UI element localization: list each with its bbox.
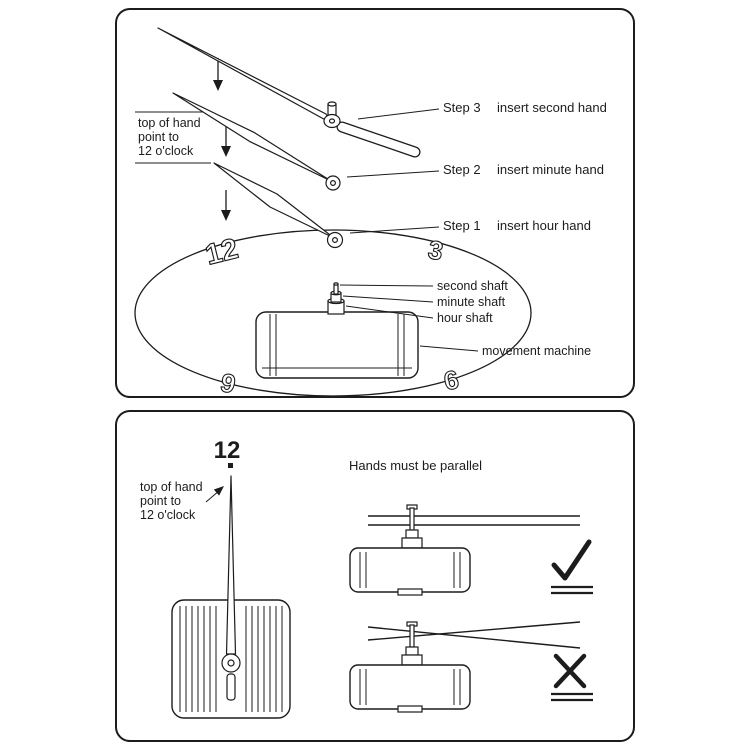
shaft-base (401, 537, 423, 549)
clock-number-6: 6 (441, 364, 461, 396)
movement-machine-label: movement machine (482, 344, 591, 358)
hour-hand-hole (332, 237, 339, 244)
minute-hand (172, 92, 341, 191)
alignment-note-top: top of hand point to 12 o'clock (135, 111, 211, 164)
machine-side-body (349, 664, 471, 710)
machine-bottom-nub (397, 705, 423, 713)
step-2-desc: insert minute hand (497, 162, 604, 177)
step-3-name: Step 3 (443, 100, 481, 115)
twelve-label: 12 (214, 437, 241, 464)
minute-hand-hole (330, 180, 337, 187)
hand-edge-line-2 (367, 626, 581, 649)
hand-edge-line-1 (367, 621, 581, 641)
note-line-2: point to (138, 130, 179, 144)
note-line-2: point to (140, 494, 181, 508)
second-shaft-leader (339, 284, 434, 287)
upward-hand-hole (227, 659, 235, 667)
movement-machine-leader (419, 345, 479, 352)
machine-bottom-nub (397, 588, 423, 596)
cross-icon (553, 653, 587, 689)
second-hand-tail (337, 122, 420, 157)
top-panel-border (115, 8, 635, 398)
step-2-name: Step 2 (443, 162, 481, 177)
step-1-name: Step 1 (443, 218, 481, 233)
down-arrow-2 (221, 127, 231, 157)
hour-shaft-label: hour shaft (437, 311, 493, 325)
shaft-pin (409, 624, 415, 648)
movement-machine (255, 282, 419, 379)
hour-hand (213, 162, 344, 249)
parallel-correct-diagram (349, 504, 593, 596)
machine-ridges-left (179, 606, 217, 712)
machine-side-body (349, 547, 471, 593)
alignment-note-bottom: top of hand point to 12 o'clock (140, 480, 224, 522)
shaft-base (401, 654, 423, 666)
second-hand-pin-top (327, 101, 337, 107)
clock-face-ellipse (134, 229, 532, 397)
hand-tail (226, 673, 236, 701)
parallel-title: Hands must be parallel (349, 458, 482, 473)
step-1-desc: insert hour hand (497, 218, 591, 233)
hour-shaft-leader (345, 305, 434, 319)
second-hand (157, 27, 421, 158)
step-1-leader (349, 226, 440, 234)
minute-shaft-leader (342, 295, 434, 303)
step-2-leader (346, 170, 440, 178)
second-shaft-label: second shaft (437, 279, 508, 293)
minute-shaft-label: minute shaft (437, 295, 506, 309)
shaft-mid (405, 529, 419, 539)
note-line-3: 12 o'clock (140, 508, 196, 522)
shaft-pin (409, 507, 415, 531)
movement-machine-front (171, 475, 291, 719)
note-arrow-head (213, 486, 224, 496)
twelve-dot (228, 463, 233, 468)
clock-number-3: 3 (426, 234, 446, 266)
check-icon (551, 539, 592, 581)
down-arrow-1 (213, 58, 223, 91)
shaft-mid (405, 646, 419, 656)
step-3-desc: insert second hand (497, 100, 607, 115)
down-arrow-head (213, 80, 223, 91)
note-line-1: top of hand (140, 480, 203, 494)
note-line-3: 12 o'clock (138, 144, 194, 158)
second-hand-hole (328, 118, 336, 124)
down-arrow-3 (221, 190, 231, 221)
note-line-1: top of hand (138, 116, 201, 130)
down-arrow-head (221, 146, 231, 157)
down-arrow-head (221, 210, 231, 221)
parallel-incorrect-diagram (349, 621, 593, 713)
second-shaft-top (333, 282, 339, 286)
machine-ridges-right (245, 606, 283, 712)
step-3-leader (357, 108, 440, 120)
